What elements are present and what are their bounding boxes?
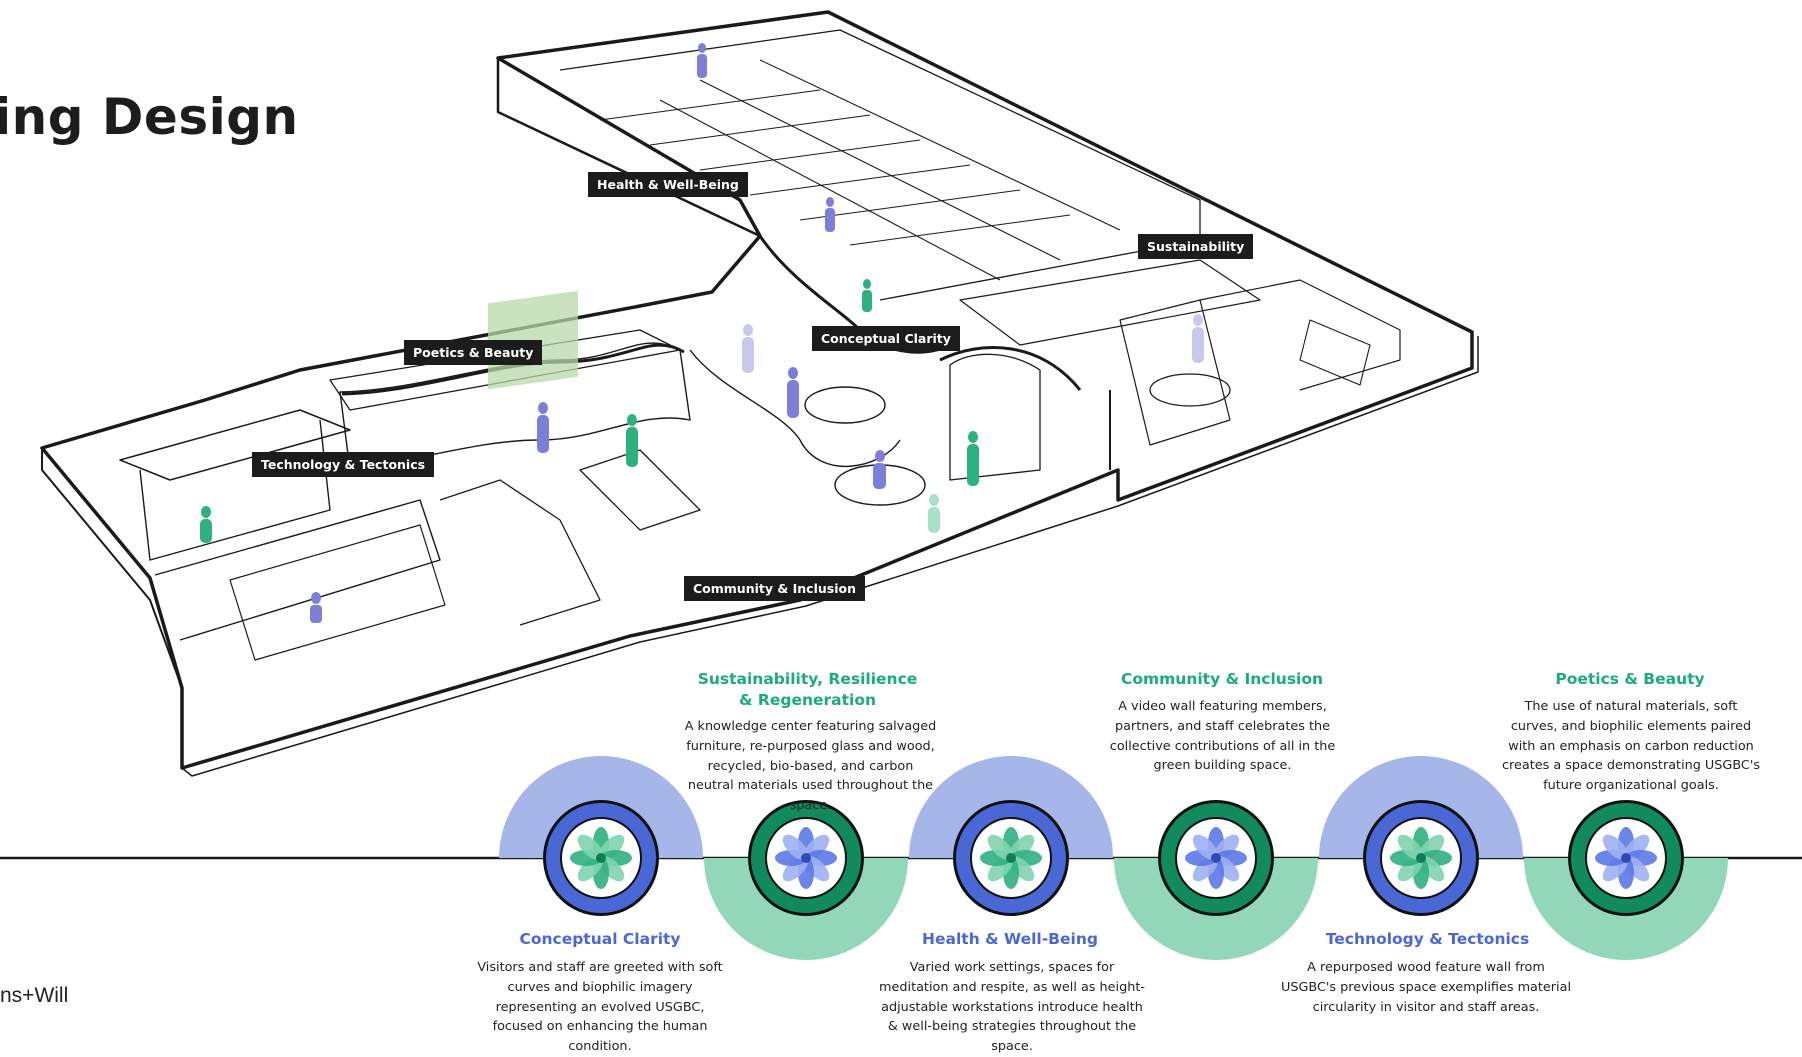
design-principles-timeline [0,756,1802,960]
principle-text-sustainability: A knowledge center featuring salvaged fu… [684,719,937,814]
principle-title-community-inclusion: Community & Inclusion [1120,670,1324,688]
credit-text: ns+Will [0,984,69,1007]
flower-icon [570,827,632,889]
principle-title-conceptual-clarity: Conceptual Clarity [519,930,681,948]
flower-icon [1390,827,1452,889]
principle-text-technology-tectonics: A repurposed wood feature wall from USGB… [1280,960,1572,1015]
flower-icon [1595,827,1657,889]
page-title: ing Design [0,88,299,146]
flower-icon [980,827,1042,889]
flower-icon [775,827,837,889]
plan-tag-sustainability: Sustainability [1138,234,1254,259]
principle-title-health-well-being: Health & Well-Being [922,930,1098,948]
plan-tag-health-well-being: Health & Well-Being [588,172,748,197]
principle-title-sustainability: Sustainability, Resilience & Regeneratio… [697,670,918,709]
plan-tag-community-inclusion: Community & Inclusion [684,576,865,601]
principle-text-conceptual-clarity: Visitors and staff are greeted with soft… [477,960,723,1055]
principle-text-health-well-being: Varied work settings, spaces for meditat… [879,960,1145,1055]
principle-title-poetics-beauty: Poetics & Beauty [1555,670,1705,688]
principle-text-community-inclusion: A video wall featuring members, partners… [1109,699,1336,774]
flower-icon [1185,827,1247,889]
plan-tag-technology-tectonics: Technology & Tectonics [252,452,435,477]
principle-title-technology-tectonics: Technology & Tectonics [1325,930,1530,948]
principle-text-poetics-beauty: The use of natural materials, soft curve… [1501,699,1761,794]
plan-tag-conceptual-clarity: Conceptual Clarity [812,326,960,351]
plan-tag-poetics-beauty: Poetics & Beauty [404,340,543,365]
